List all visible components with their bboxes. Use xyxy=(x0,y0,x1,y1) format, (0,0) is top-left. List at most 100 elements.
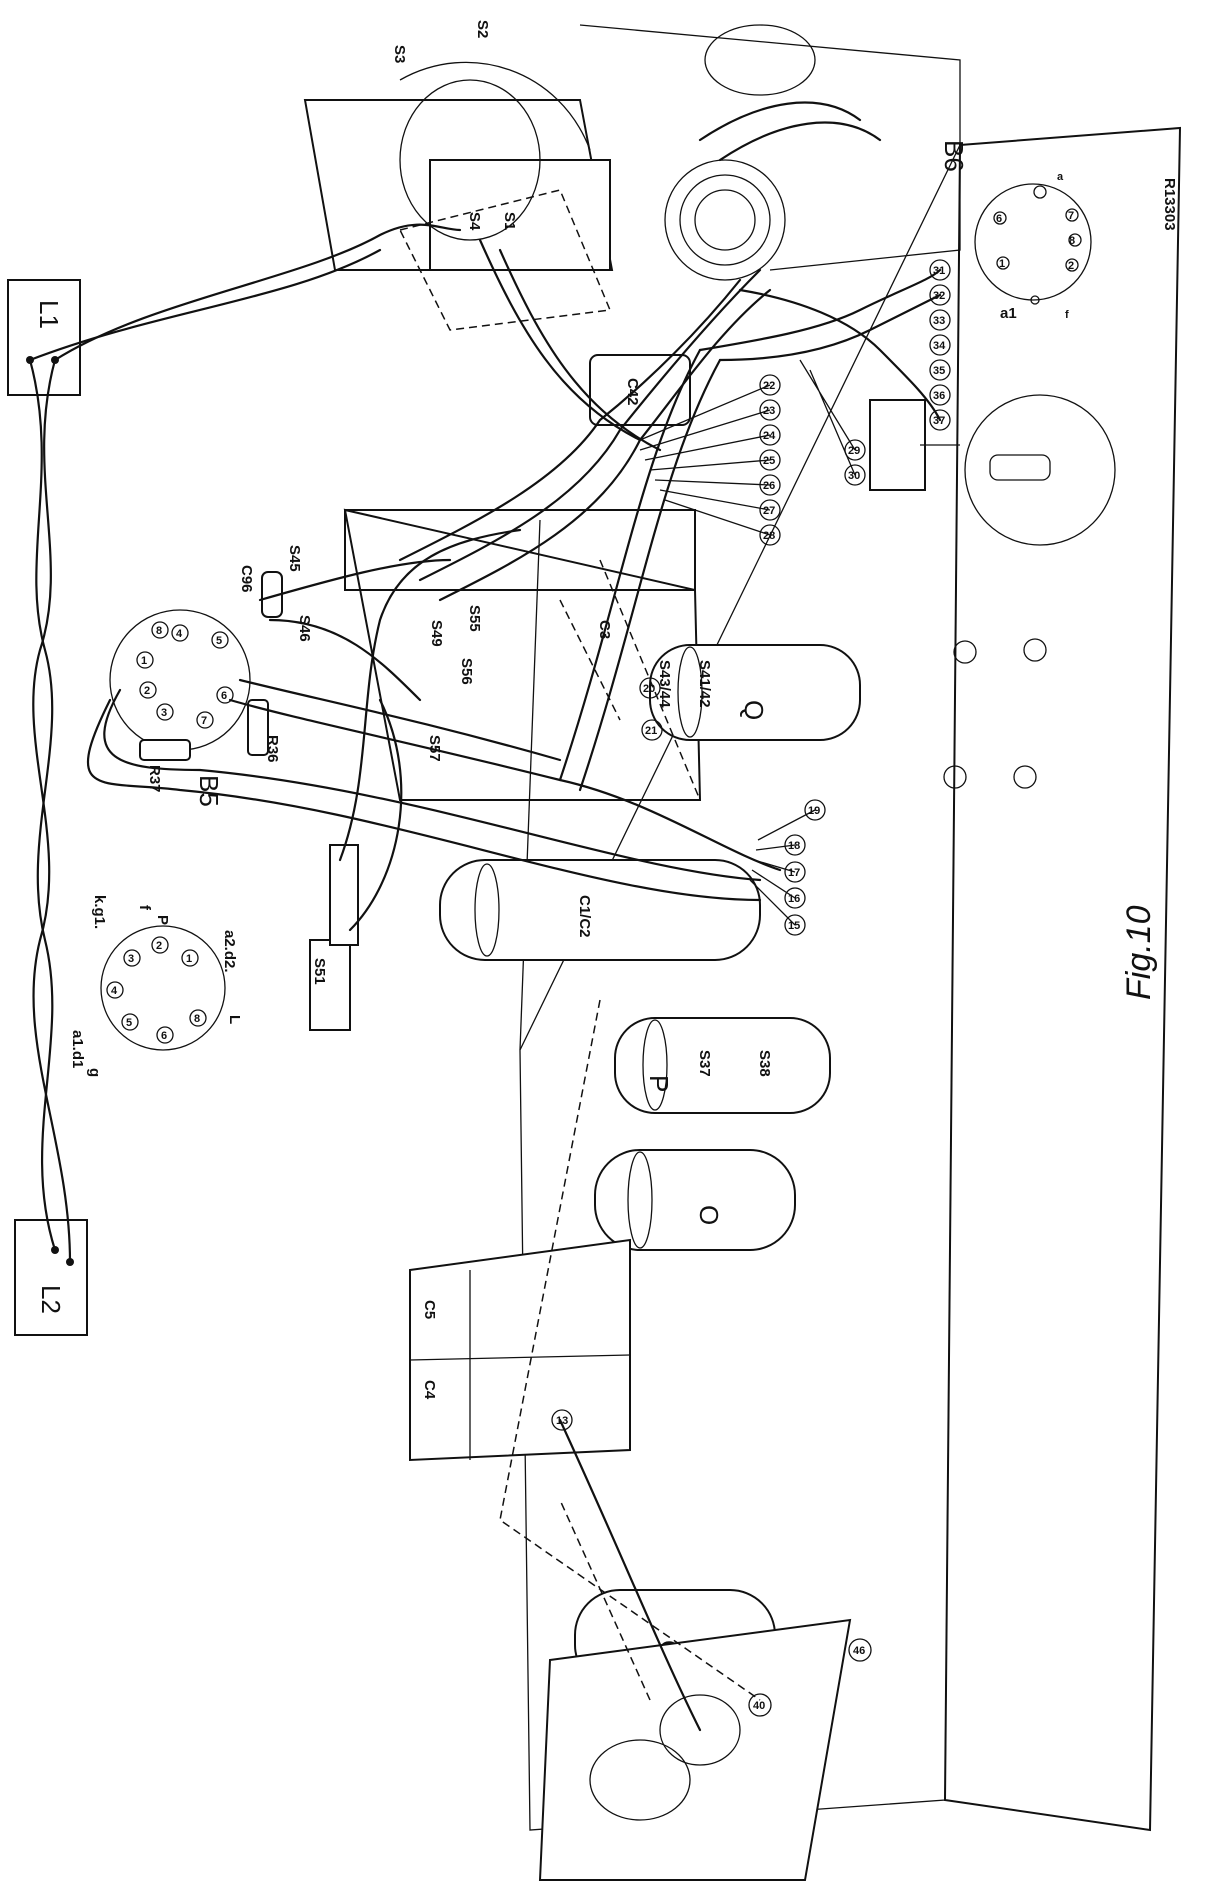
figure-caption: Fig.10 xyxy=(1120,905,1158,1000)
svg-text:5: 5 xyxy=(216,635,222,647)
svg-text:23: 23 xyxy=(763,405,775,417)
wiring-harness xyxy=(86,101,942,1732)
svg-text:8: 8 xyxy=(156,625,162,637)
svg-text:C1/C2: C1/C2 xyxy=(576,895,593,938)
svg-text:S38: S38 xyxy=(756,1050,773,1077)
svg-text:S57: S57 xyxy=(426,735,443,762)
label-S4: S4 xyxy=(466,212,483,231)
svg-text:35: 35 xyxy=(933,365,945,377)
svg-text:17: 17 xyxy=(788,867,800,879)
terminals-15-19: 19 18 17 16 15 xyxy=(784,799,826,936)
svg-text:1: 1 xyxy=(141,655,147,667)
svg-text:P: P xyxy=(154,915,171,925)
socket-B6-pin-label: 8 xyxy=(1069,235,1075,247)
terminals-22-28: 22 23 24 25 26 27 28 xyxy=(759,374,781,546)
svg-text:27: 27 xyxy=(763,505,775,517)
label-a1: a1 xyxy=(1000,305,1017,322)
resistor-R37 xyxy=(139,739,191,761)
chassis-panel xyxy=(519,126,1182,1832)
socket-B6-pin-label: 6 xyxy=(996,213,1002,225)
svg-text:33: 33 xyxy=(933,315,945,327)
speaker-plug xyxy=(869,399,960,491)
svg-text:5: 5 xyxy=(126,1017,132,1029)
svg-text:28: 28 xyxy=(763,530,775,542)
svg-text:18: 18 xyxy=(788,840,800,852)
capacitor-C1C2: C1/C2 xyxy=(439,859,761,961)
svg-text:L2: L2 xyxy=(36,1285,66,1314)
svg-text:40: 40 xyxy=(753,1700,765,1712)
label-B6: B6 xyxy=(939,140,969,172)
svg-text:2: 2 xyxy=(156,940,162,952)
svg-text:P: P xyxy=(644,1075,674,1092)
terminals-31-37: 31 32 33 34 35 36 37 xyxy=(929,259,951,431)
figure-reference: R13303 xyxy=(1161,178,1178,231)
svg-text:6: 6 xyxy=(161,1030,167,1042)
svg-text:29: 29 xyxy=(848,445,860,457)
svg-text:20: 20 xyxy=(643,683,655,695)
svg-text:37: 37 xyxy=(933,415,945,427)
svg-text:3: 3 xyxy=(128,953,134,965)
socket-B6-pin-label: 2 xyxy=(1068,260,1074,272)
capacitor-Q: Q S43/44 S41/42 xyxy=(649,644,861,741)
svg-text:S55: S55 xyxy=(466,605,483,632)
socket-left: 1 2 3 4 5 6 8 k.g1. f P a2.d2. L g a1.d1 xyxy=(69,895,243,1077)
svg-text:a1.d1: a1.d1 xyxy=(69,1030,86,1068)
svg-text:S43/44: S43/44 xyxy=(656,660,673,708)
svg-text:1: 1 xyxy=(186,953,192,965)
label-S1: S1 xyxy=(501,212,518,230)
svg-text:k.g1.: k.g1. xyxy=(91,895,108,929)
socket-B6: a 6 1 2 8 7 f a1 xyxy=(974,171,1092,322)
svg-text:a2.d2.: a2.d2. xyxy=(221,930,238,973)
panel-holes xyxy=(943,638,1047,789)
svg-text:13: 13 xyxy=(556,1415,568,1427)
svg-text:3: 3 xyxy=(161,707,167,719)
svg-text:L1: L1 xyxy=(34,300,64,329)
svg-text:f: f xyxy=(136,905,153,911)
svg-text:g: g xyxy=(86,1068,103,1077)
svg-text:21: 21 xyxy=(645,725,657,737)
svg-text:C96: C96 xyxy=(238,565,255,593)
svg-text:S46: S46 xyxy=(296,615,313,642)
tuning-condenser-plate: 40 46 xyxy=(538,1618,872,1881)
socket-B6-pin-a xyxy=(1033,185,1047,199)
socket-B6-pin-label: 1 xyxy=(999,258,1005,270)
svg-text:24: 24 xyxy=(763,430,776,442)
svg-text:34: 34 xyxy=(933,340,946,352)
capacitor-box-C4-C5: C4 C5 13 xyxy=(409,1238,631,1462)
socket-B6-pin-label: 7 xyxy=(1068,210,1074,222)
lamp-S51: S51 xyxy=(309,844,359,1031)
svg-text:S37: S37 xyxy=(696,1050,713,1077)
svg-text:30: 30 xyxy=(848,470,860,482)
svg-text:S45: S45 xyxy=(286,545,303,572)
capacitor-C96: C96 xyxy=(238,565,283,618)
L1-lead xyxy=(28,248,382,362)
capacitor-P: P S37 S38 xyxy=(614,1017,831,1114)
svg-text:S41/42: S41/42 xyxy=(696,660,713,708)
svg-text:S49: S49 xyxy=(428,620,445,647)
if-transformer: S45 S46 S49 S57 S56 S55 C3 xyxy=(286,508,702,801)
svg-text:S56: S56 xyxy=(458,658,475,685)
svg-text:25: 25 xyxy=(763,455,775,467)
socket-B6-pin-label: a xyxy=(1057,171,1064,183)
svg-text:15: 15 xyxy=(788,920,800,932)
socket-B5: 1 2 3 4 5 6 7 8 B5 R37 R36 xyxy=(109,609,281,807)
speaker-opening xyxy=(964,394,1116,546)
svg-text:R37: R37 xyxy=(146,765,163,793)
svg-text:C5: C5 xyxy=(421,1300,438,1319)
terminals-20-21: 20 21 xyxy=(639,677,663,741)
output-transformer: S3 S2 S4 S1 xyxy=(303,20,961,331)
svg-text:L: L xyxy=(226,1015,243,1024)
label-S2: S2 xyxy=(474,20,491,38)
L1-lead xyxy=(53,223,462,362)
svg-text:C4: C4 xyxy=(421,1380,438,1400)
svg-text:2: 2 xyxy=(144,685,150,697)
svg-text:Q: Q xyxy=(739,700,769,720)
capacitor-O: O xyxy=(594,1149,796,1251)
svg-text:4: 4 xyxy=(111,985,118,997)
svg-text:O: O xyxy=(694,1205,724,1225)
label-S3: S3 xyxy=(391,45,408,63)
svg-text:4: 4 xyxy=(176,628,183,640)
svg-text:36: 36 xyxy=(933,390,945,402)
resistor-R36 xyxy=(247,699,269,756)
